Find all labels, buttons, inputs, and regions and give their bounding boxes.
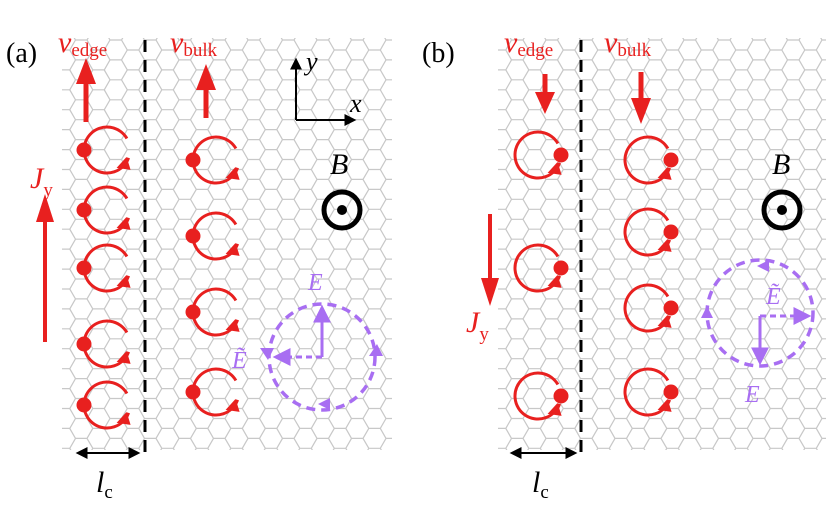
v-edge-label-b: vedge <box>504 26 553 61</box>
loop-arrow-bottom <box>318 398 330 410</box>
cyclotron-orbits-a <box>76 125 240 430</box>
lattice-cells <box>498 38 826 450</box>
charge-dot <box>76 202 92 218</box>
e-tilde-label-a: Ẽ <box>231 348 247 374</box>
cyclotron-orbit <box>185 135 240 185</box>
charge-dot <box>663 224 679 240</box>
v-edge-arrow-b <box>535 74 555 114</box>
b-field-label-b: B <box>772 148 790 181</box>
charge-dot <box>76 336 92 352</box>
cyclotron-orbit <box>513 371 569 421</box>
b-field-symbol-a <box>321 189 363 231</box>
cyclotron-orbit <box>513 130 569 180</box>
charge-dot <box>663 384 679 400</box>
cyclotron-orbit <box>623 135 679 185</box>
cyclotron-orbit <box>623 367 679 417</box>
current-arrow-b <box>481 214 499 306</box>
v-bulk-label-b: vbulk <box>604 26 652 61</box>
cyclotron-orbit <box>76 185 131 235</box>
cyclotron-orbit <box>76 125 131 175</box>
cyclotron-orbits-b <box>513 130 679 421</box>
charge-dot <box>76 142 92 158</box>
charge-dot <box>553 388 569 404</box>
charge-dot <box>663 300 679 316</box>
cyclotron-orbit <box>623 283 679 333</box>
charge-dot <box>553 147 569 163</box>
v-bulk-label-a: vbulk <box>170 26 218 61</box>
cyclotron-orbit <box>623 207 679 257</box>
v-bulk-arrow-a <box>196 64 216 118</box>
e-field-label-a: E <box>307 270 323 296</box>
panel-label-b: (b) <box>422 38 455 69</box>
charge-dot <box>185 228 201 244</box>
x-axis-label: x <box>349 89 362 118</box>
axis-indicator: y x <box>290 47 362 126</box>
cyclotron-orbit <box>185 211 240 261</box>
e-field-loop-a <box>260 302 383 412</box>
width-label-a: lc <box>96 466 113 503</box>
v-edge-label-a: vedge <box>58 26 107 61</box>
current-label-a: Jy <box>30 162 53 201</box>
b-field-symbol-b <box>761 189 803 231</box>
current-arrow-a <box>36 194 54 342</box>
charge-dot <box>185 384 201 400</box>
panel-label-a: (a) <box>6 38 37 69</box>
loop-arrow-top <box>757 260 769 272</box>
charge-dot <box>185 304 201 320</box>
cyclotron-orbit <box>76 380 131 430</box>
current-label-b: Jy <box>466 306 489 345</box>
loop-arrow-right <box>369 344 383 356</box>
e-field-label-b: E <box>744 382 760 408</box>
cyclotron-orbit <box>513 243 569 293</box>
charge-dot <box>553 260 569 276</box>
charge-dot <box>76 397 92 413</box>
loop-arrow-left-b <box>701 306 713 318</box>
charge-dot <box>76 260 92 276</box>
cyclotron-orbit <box>185 367 240 417</box>
charge-dot <box>185 152 201 168</box>
cyclotron-orbit <box>185 287 240 337</box>
panel-a: (a) vedge vbulk y x Jy <box>6 26 392 503</box>
b-field-label-a: B <box>330 148 348 181</box>
e-field-loop-b <box>701 258 815 368</box>
width-label-b: lc <box>532 466 549 503</box>
charge-dot <box>663 152 679 168</box>
cyclotron-orbit <box>76 243 131 293</box>
v-edge-arrow-a <box>76 58 96 122</box>
honeycomb-lattice-b <box>498 38 826 450</box>
loop-arrow-left <box>260 348 274 360</box>
v-bulk-arrow-b <box>631 72 651 124</box>
cyclotron-orbit <box>76 319 131 369</box>
e-tilde-label-b: Ẽ <box>765 284 781 310</box>
panel-b: (b) vedge vbulk Jy B <box>422 26 826 503</box>
y-axis-label: y <box>303 47 318 76</box>
